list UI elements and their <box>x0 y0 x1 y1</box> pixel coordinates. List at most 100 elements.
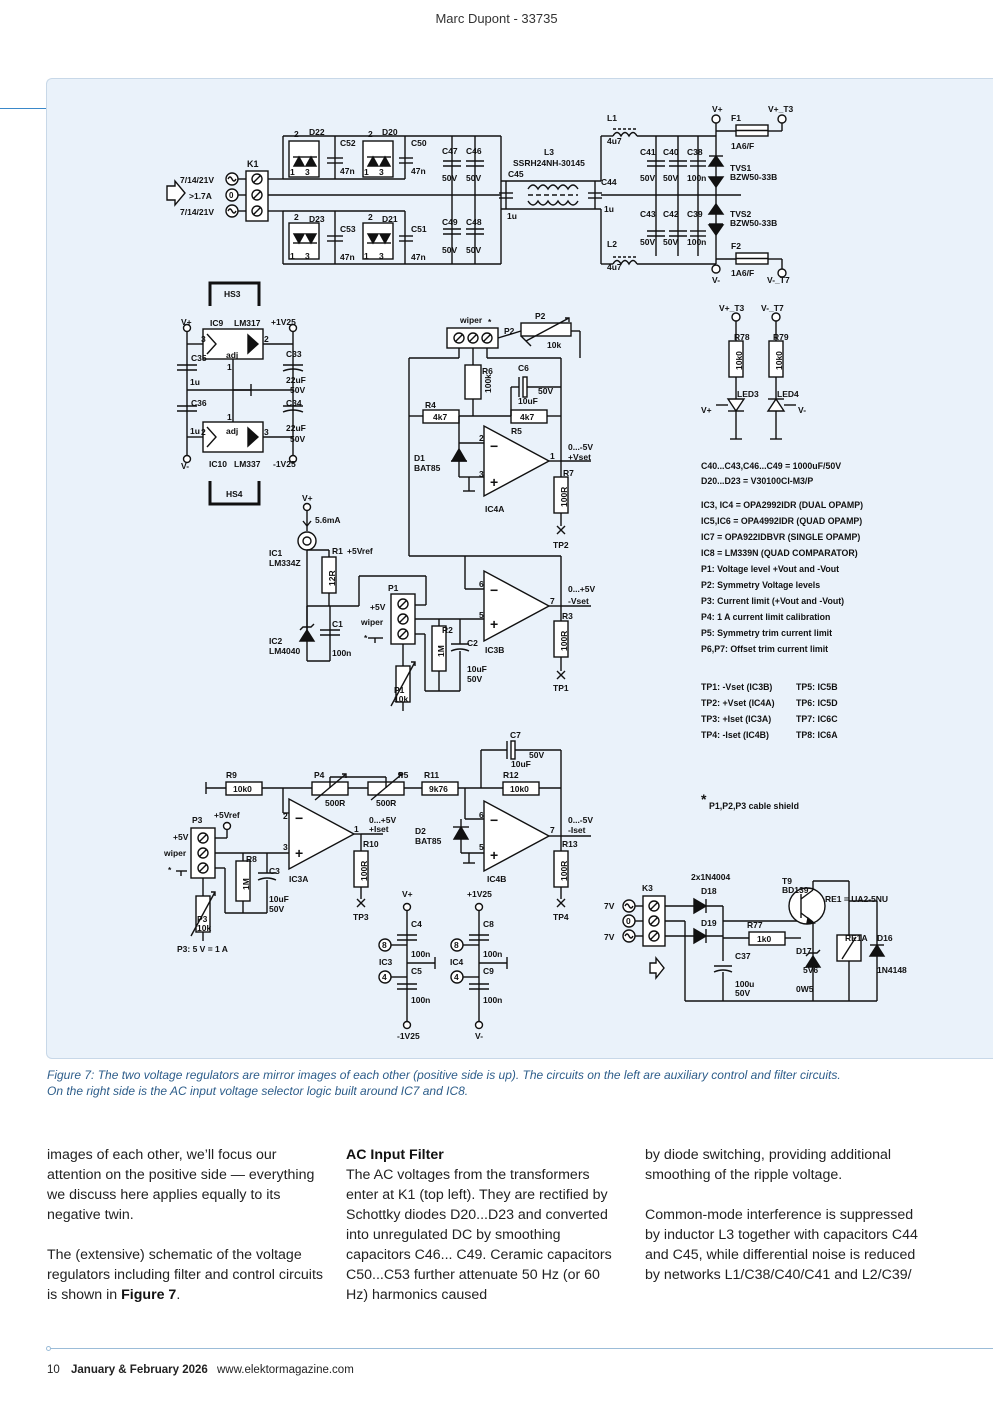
c46-label: C46 <box>466 146 482 156</box>
testpoint-line: TP2: +Vset (IC4A) <box>701 698 775 708</box>
c45-label: C45 <box>508 169 524 179</box>
r6-label: R6 <box>482 366 493 376</box>
c47-label: C47 <box>442 146 458 156</box>
vplus-label: V+ <box>712 104 723 114</box>
t9-label: T9 <box>782 876 792 886</box>
c51-value: 47n <box>411 252 426 262</box>
d21-pin2: 2 <box>368 212 373 222</box>
d2-value: BAT85 <box>415 836 442 846</box>
p2-wiper: wiper <box>459 315 483 325</box>
c45-value: 1u <box>507 211 517 221</box>
tvs1-label: TVS1 <box>730 163 752 173</box>
website-link[interactable]: www.elektormagazine.com <box>217 1364 354 1376</box>
p1-5v: +5V <box>370 602 386 612</box>
k3-pin-0: 0 <box>626 916 631 926</box>
c40-label: C40 <box>663 147 679 157</box>
c2-voltage: 50V <box>467 674 482 684</box>
p1-shield-star: * <box>364 633 368 643</box>
ic1-label: IC1 <box>269 548 283 558</box>
d22-pin2: 2 <box>294 129 299 139</box>
c41-voltage: 50V <box>640 173 655 183</box>
note-line: P6,P7: Offset trim current limit <box>701 644 828 654</box>
body-column-1: images of each other, we’ll focus our at… <box>47 1145 324 1325</box>
tvs1-value: BZW50-33B <box>730 172 777 182</box>
c6-voltage: 50V <box>538 386 553 396</box>
p1-label: P1 <box>388 583 399 593</box>
r3-label: R3 <box>562 611 573 621</box>
d2-label: D2 <box>415 826 426 836</box>
c43-voltage: 50V <box>640 237 655 247</box>
p1-pot-label: P1 <box>394 685 405 695</box>
c5-label: C5 <box>411 966 422 976</box>
hs3-label: HS3 <box>224 289 241 299</box>
c36-value: 1u <box>190 426 200 436</box>
dec-vminus: V- <box>475 1031 483 1041</box>
c33-label: C33 <box>286 349 302 359</box>
ic4b-pin5: 5 <box>479 842 484 852</box>
c7-value: 10uF <box>511 759 531 769</box>
vminus-label: V- <box>712 275 720 285</box>
r78-value: 10k0 <box>734 351 744 370</box>
rectifier-bottom <box>282 210 501 265</box>
r5-label: R5 <box>511 426 522 436</box>
ic4-pin4: 4 <box>454 972 459 982</box>
ic10-label: IC10 <box>209 459 227 469</box>
p3-label: P3 <box>192 815 203 825</box>
d1-value: BAT85 <box>414 463 441 473</box>
c34-value: 22uF <box>286 423 306 433</box>
c48-label: C48 <box>466 217 482 227</box>
c44-label: C44 <box>601 177 617 187</box>
aux-plus-125: +1V25 <box>271 317 296 327</box>
c9-label: C9 <box>483 966 494 976</box>
c6-value: 10uF <box>518 396 538 406</box>
k3-input-1: 7V <box>604 901 615 911</box>
r4-label: R4 <box>425 400 436 410</box>
body-column-2: AC Input Filter The AC voltages from the… <box>346 1145 623 1325</box>
led4-vminus: V- <box>798 405 806 415</box>
figure-ref: Figure 7 <box>121 1287 177 1303</box>
p5-label: P5 <box>398 770 409 780</box>
p2-label-pot: P2 <box>535 311 546 321</box>
c49-voltage: 50V <box>442 245 457 255</box>
c8-value: 100n <box>483 949 502 959</box>
note-line: P5: Symmetry trim current limit <box>701 628 832 638</box>
r1-label: R1 <box>332 546 343 556</box>
ic9-pin2: 2 <box>264 334 269 344</box>
c42-label: C42 <box>663 209 679 219</box>
c35-value: 1u <box>190 377 200 387</box>
d21-pin1: 1 <box>364 251 369 261</box>
aux-minus-125: -1V25 <box>273 459 296 469</box>
d22-label: D22 <box>309 127 325 137</box>
c49-label: C49 <box>442 217 458 227</box>
dec-plus-125: +1V25 <box>467 889 492 899</box>
ic9-part: LM317 <box>234 318 261 328</box>
tvs2-label: TVS2 <box>730 209 752 219</box>
reference-block <box>297 502 591 711</box>
paragraph: The (extensive) schematic of the voltage… <box>47 1247 323 1303</box>
ic9-pin3: 3 <box>201 334 206 344</box>
c44-value: 1u <box>604 204 614 214</box>
note-line: P2: Symmetry Voltage levels <box>701 580 820 590</box>
c34-voltage: 50V <box>290 434 305 444</box>
ic10-pin3: 3 <box>264 427 269 437</box>
testpoint-line: TP1: -Vset (IC3B) <box>701 682 772 692</box>
r12-label: R12 <box>503 770 519 780</box>
c33-voltage: 50V <box>290 385 305 395</box>
shield-star: * <box>701 791 707 807</box>
f2-label: F2 <box>731 241 741 251</box>
note-line: P1: Voltage level +Vout and -Vout <box>701 564 839 574</box>
r4-value: 4k7 <box>433 412 447 422</box>
l2-label: L2 <box>607 239 617 249</box>
ic4a-minus: − <box>490 438 498 454</box>
c2-value: 10uF <box>467 664 487 674</box>
c33-value: 22uF <box>286 375 306 385</box>
testpoint-line: TP4: -Iset (IC4B) <box>701 730 769 740</box>
tvs2-value: BZW50-33B <box>730 218 777 228</box>
ic3a-pin1: 1 <box>354 824 359 834</box>
shield-note: P1,P2,P3 cable shield <box>709 801 799 811</box>
c38-value: 100n <box>687 173 706 183</box>
ic3a-pin3: 3 <box>283 842 288 852</box>
p1-value: 10k <box>394 694 408 704</box>
t9-part: BD139 <box>782 885 809 895</box>
ic3b-minus: − <box>490 582 498 598</box>
